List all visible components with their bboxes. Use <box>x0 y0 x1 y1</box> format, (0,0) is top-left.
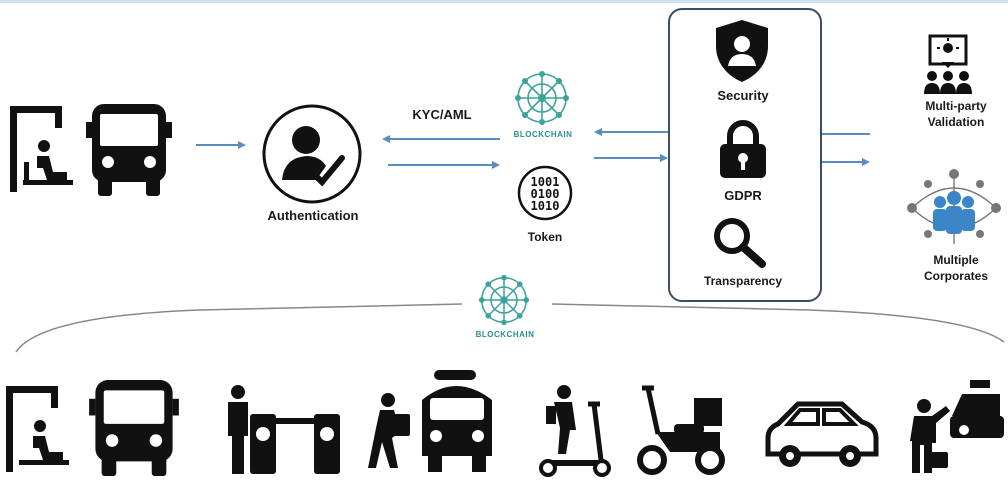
presentation-group-icon <box>924 34 972 94</box>
multi-party-line-1: Multi-party <box>925 99 987 113</box>
turnstile-icon <box>228 385 340 474</box>
bottom-arc <box>15 303 1005 353</box>
authentication-label: Authentication <box>267 208 359 223</box>
bus-icon <box>86 104 172 196</box>
security-label: Security <box>717 88 769 103</box>
train-traveler-icon <box>368 370 492 472</box>
arrows-panel-right <box>822 133 870 166</box>
shield-user-icon <box>716 20 768 82</box>
binary-token-icon <box>517 165 573 221</box>
blockchain-label-bottom: BLOCKCHAIN <box>475 330 535 339</box>
multiple-corporates-line-2: Corporates <box>923 269 988 283</box>
multi-party-validation-label: Multi-party Validation <box>906 98 1006 130</box>
token-code-line-3: 1010 <box>530 199 560 213</box>
user-check-icon <box>262 104 362 204</box>
token-code: 1001 0100 1010 <box>522 176 568 212</box>
token-label: Token <box>527 230 563 244</box>
taxi-traveler-icon <box>910 380 1004 473</box>
token-code-line-1: 1001 <box>530 175 560 189</box>
car-icon <box>765 401 879 467</box>
kick-scooter-icon <box>539 385 611 477</box>
multiple-corporates-label: Multiple Corporates <box>906 252 1006 284</box>
arrows-blockchain-authentication <box>382 135 500 169</box>
magnifier-icon <box>714 218 766 268</box>
bus-stop-icon-bottom <box>6 386 69 472</box>
kyc-aml-label: KYC/AML <box>412 107 472 122</box>
transparency-label: Transparency <box>703 274 783 288</box>
multi-party-line-2: Validation <box>927 115 985 129</box>
blockchain-label-top: BLOCKCHAIN <box>513 130 573 139</box>
bus-stop-icon <box>10 106 73 192</box>
corporate-network-icon <box>907 169 1001 244</box>
arrows-blockchain-panel <box>594 128 668 162</box>
gdpr-label: GDPR <box>724 188 762 203</box>
moped-delivery-icon <box>637 385 725 475</box>
blockchain-network-icon <box>515 71 569 125</box>
multiple-corporates-line-1: Multiple <box>933 253 979 267</box>
token-code-line-2: 0100 <box>530 187 560 201</box>
padlock-icon <box>720 120 766 178</box>
arrow-to-authentication <box>196 141 246 149</box>
blockchain-network-icon-bottom <box>478 274 530 326</box>
bus-icon-bottom <box>89 380 179 476</box>
top-border <box>0 0 1008 3</box>
